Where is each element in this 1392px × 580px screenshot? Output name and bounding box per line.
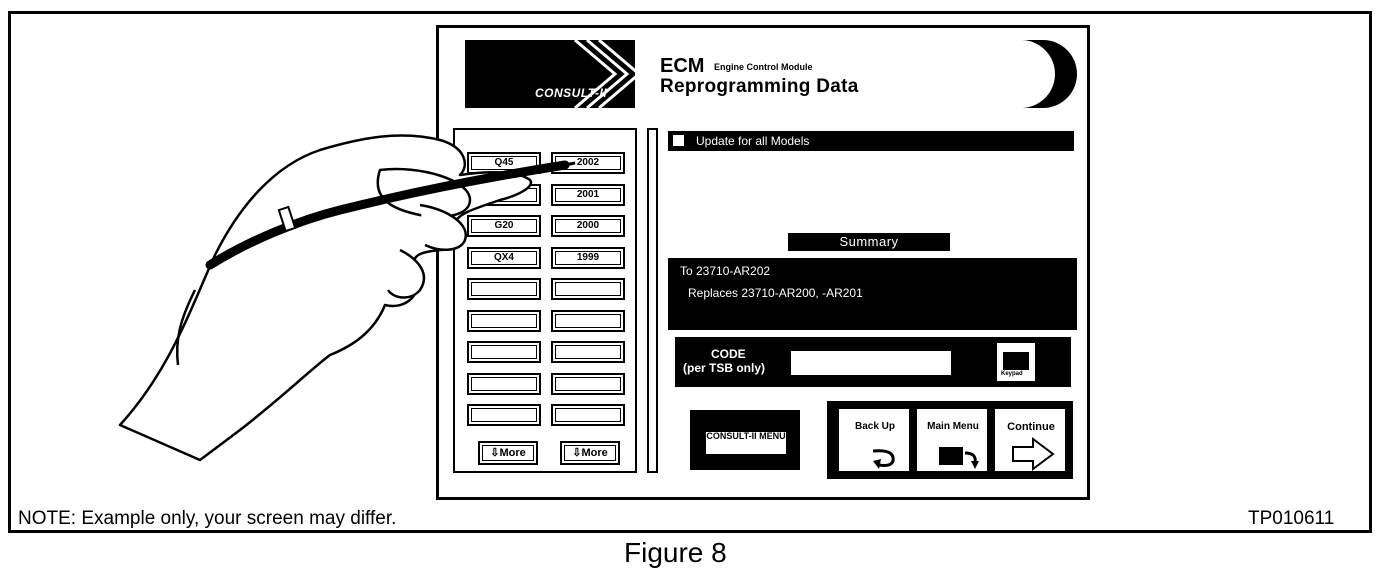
brand-logo: CONSULT-II: [535, 86, 608, 100]
navigation-buttons: Back Up Main Menu Continue: [827, 401, 1073, 479]
year-button[interactable]: [551, 278, 625, 300]
figure-code: TP010611: [1248, 508, 1335, 529]
consult-menu-button[interactable]: CONSULT-II MENU: [690, 410, 800, 470]
summary-box: To 23710-AR202 Replaces 23710-AR200, -AR…: [668, 258, 1077, 330]
code-label: CODE: [711, 347, 746, 361]
year-button[interactable]: 1999: [551, 246, 625, 269]
keypad-icon: [1003, 352, 1029, 370]
summary-title: Summary: [788, 233, 950, 251]
model-button[interactable]: [467, 278, 541, 300]
year-button[interactable]: [551, 404, 625, 426]
ecm-title: ECM: [660, 55, 705, 77]
main-menu-button[interactable]: Main Menu: [915, 407, 989, 473]
note-text: NOTE: Example only, your screen may diff…: [18, 508, 397, 529]
year-button[interactable]: [551, 372, 625, 395]
back-up-button[interactable]: Back Up: [837, 407, 911, 473]
summary-line: Replaces 23710-AR200, -AR201: [688, 286, 863, 300]
year-button[interactable]: [551, 309, 625, 332]
more-models-button[interactable]: ⇩More: [478, 441, 538, 465]
menu-return-icon: [939, 447, 979, 469]
code-entry: CODE (per TSB only) Keypad: [675, 337, 1071, 387]
page-title: Reprogramming Data: [660, 76, 859, 97]
model-button[interactable]: G20: [467, 215, 541, 237]
model-button[interactable]: QX4: [467, 246, 541, 269]
keypad-button[interactable]: Keypad: [997, 343, 1035, 381]
year-button[interactable]: 2001: [551, 183, 625, 206]
figure-caption: Figure 8: [624, 537, 727, 568]
ecm-subtitle: Engine Control Module: [714, 62, 813, 72]
code-sublabel: (per TSB only): [683, 361, 766, 375]
scroll-divider[interactable]: [647, 128, 658, 473]
header-banner: [465, 40, 1077, 108]
model-button[interactable]: [467, 309, 541, 332]
code-input[interactable]: [791, 351, 951, 375]
year-button[interactable]: 2000: [551, 215, 625, 237]
model-button[interactable]: [467, 341, 541, 363]
down-arrow-icon: ⇩: [572, 447, 582, 459]
summary-line: To 23710-AR202: [680, 264, 771, 278]
more-years-button[interactable]: ⇩More: [560, 441, 620, 465]
list-icon: [673, 135, 684, 146]
year-button[interactable]: [551, 341, 625, 363]
model-button[interactable]: [467, 404, 541, 426]
continue-button[interactable]: Continue: [993, 407, 1067, 473]
right-arrow-icon: [1012, 437, 1055, 471]
model-button[interactable]: [467, 372, 541, 395]
illustration-frame: [8, 11, 1372, 533]
down-arrow-icon: ⇩: [490, 447, 500, 459]
undo-arrow-icon: [872, 449, 895, 469]
update-header: Update for all Models: [668, 131, 1074, 151]
